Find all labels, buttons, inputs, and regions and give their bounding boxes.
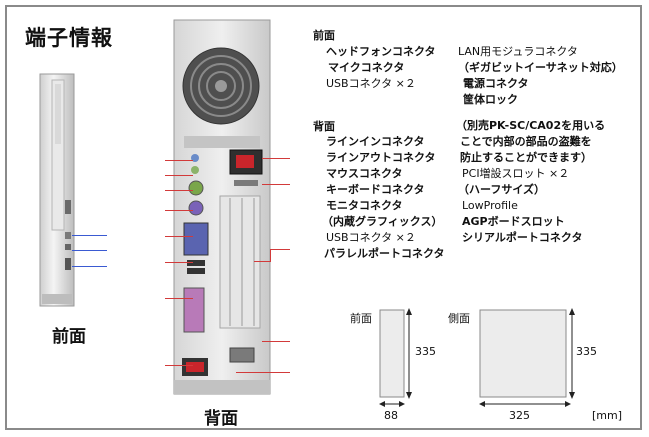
dim-front-width: 88 — [384, 409, 398, 422]
leader-line — [165, 190, 193, 191]
leader-line — [72, 266, 107, 267]
connector-label: 電源コネクタ — [463, 77, 529, 90]
leader-line — [236, 372, 290, 373]
front-caption: 前面 — [52, 327, 86, 347]
connector-label: PCI増設スロット ×２ — [462, 167, 570, 180]
dimension-drawing — [379, 308, 567, 407]
connector-label: LowProfile — [462, 199, 518, 212]
leader-line — [270, 249, 271, 261]
connector-label: マイクコネクタ — [328, 61, 405, 74]
leader-line — [165, 236, 193, 237]
dim-front-label: 前面 — [350, 312, 372, 325]
connector-label: AGPボードスロット — [462, 215, 565, 228]
back-caption: 背面 — [204, 409, 238, 429]
connector-label: ラインインコネクタ — [326, 135, 425, 148]
connector-label: （別売PK-SC/CA02を用いる — [456, 119, 606, 132]
dim-front-height: 335 — [415, 345, 436, 358]
side-dimension-arrows — [479, 308, 575, 407]
leader-line — [165, 365, 193, 366]
connector-label: （ハーフサイズ） — [458, 183, 546, 196]
dim-side-height: 335 — [576, 345, 597, 358]
dim-side-label: 側面 — [448, 312, 470, 325]
connector-label: USBコネクタ ×２ — [326, 77, 416, 90]
front-view-image — [39, 73, 75, 307]
leader-line — [165, 262, 193, 263]
back-connector-list-2: （別売PK-SC/CA02を用いる ことで内部の部品の盗難を 防止することができ… — [456, 118, 605, 246]
back-section-header: 背面 — [313, 120, 335, 133]
connector-label: ことで内部の部品の盗難を — [460, 135, 592, 148]
leader-line — [262, 184, 290, 185]
leader-line — [165, 298, 193, 299]
connector-label: モニタコネクタ — [326, 199, 403, 212]
connector-label: シリアルポートコネクタ — [462, 231, 583, 244]
front-connector-list: ヘッドフォンコネクタ マイクコネクタ USBコネクタ ×２ — [326, 44, 436, 92]
front-section-header: 前面 — [313, 29, 335, 42]
leader-line — [165, 160, 193, 161]
connector-label: キーボードコネクタ — [326, 183, 425, 196]
connector-label: 筐体ロック — [463, 93, 518, 106]
connector-label: （内蔵グラフィックス） — [322, 215, 443, 228]
back-view-image — [173, 19, 271, 395]
connector-label: LAN用モジュラコネクタ — [458, 45, 578, 58]
front-connector-list-2: LAN用モジュラコネクタ （ギガビットイーサネット対応） 電源コネクタ 筐体ロッ… — [458, 44, 623, 108]
connector-label: USBコネクタ ×２ — [326, 231, 416, 244]
connector-label: マウスコネクタ — [326, 167, 403, 180]
leader-line — [72, 250, 107, 251]
connector-label: （ギガビットイーサネット対応） — [458, 61, 623, 74]
leader-line — [165, 210, 193, 211]
leader-line — [262, 341, 290, 342]
dim-unit: [mm] — [592, 409, 623, 422]
connector-label: パラレルポートコネクタ — [324, 247, 445, 260]
leader-line — [254, 261, 271, 262]
back-connector-list: ラインインコネクタ ラインアウトコネクタ マウスコネクタ キーボードコネクタ モ… — [322, 134, 445, 262]
leader-line — [270, 249, 290, 250]
leader-line — [72, 235, 107, 236]
page-title: 端子情報 — [25, 26, 113, 50]
connector-label: ヘッドフォンコネクタ — [326, 45, 436, 58]
leader-line — [262, 158, 290, 159]
connector-label: ラインアウトコネクタ — [326, 151, 436, 164]
connector-label: 防止することができます） — [460, 151, 592, 164]
dim-side-width: 325 — [509, 409, 530, 422]
leader-line — [165, 175, 193, 176]
